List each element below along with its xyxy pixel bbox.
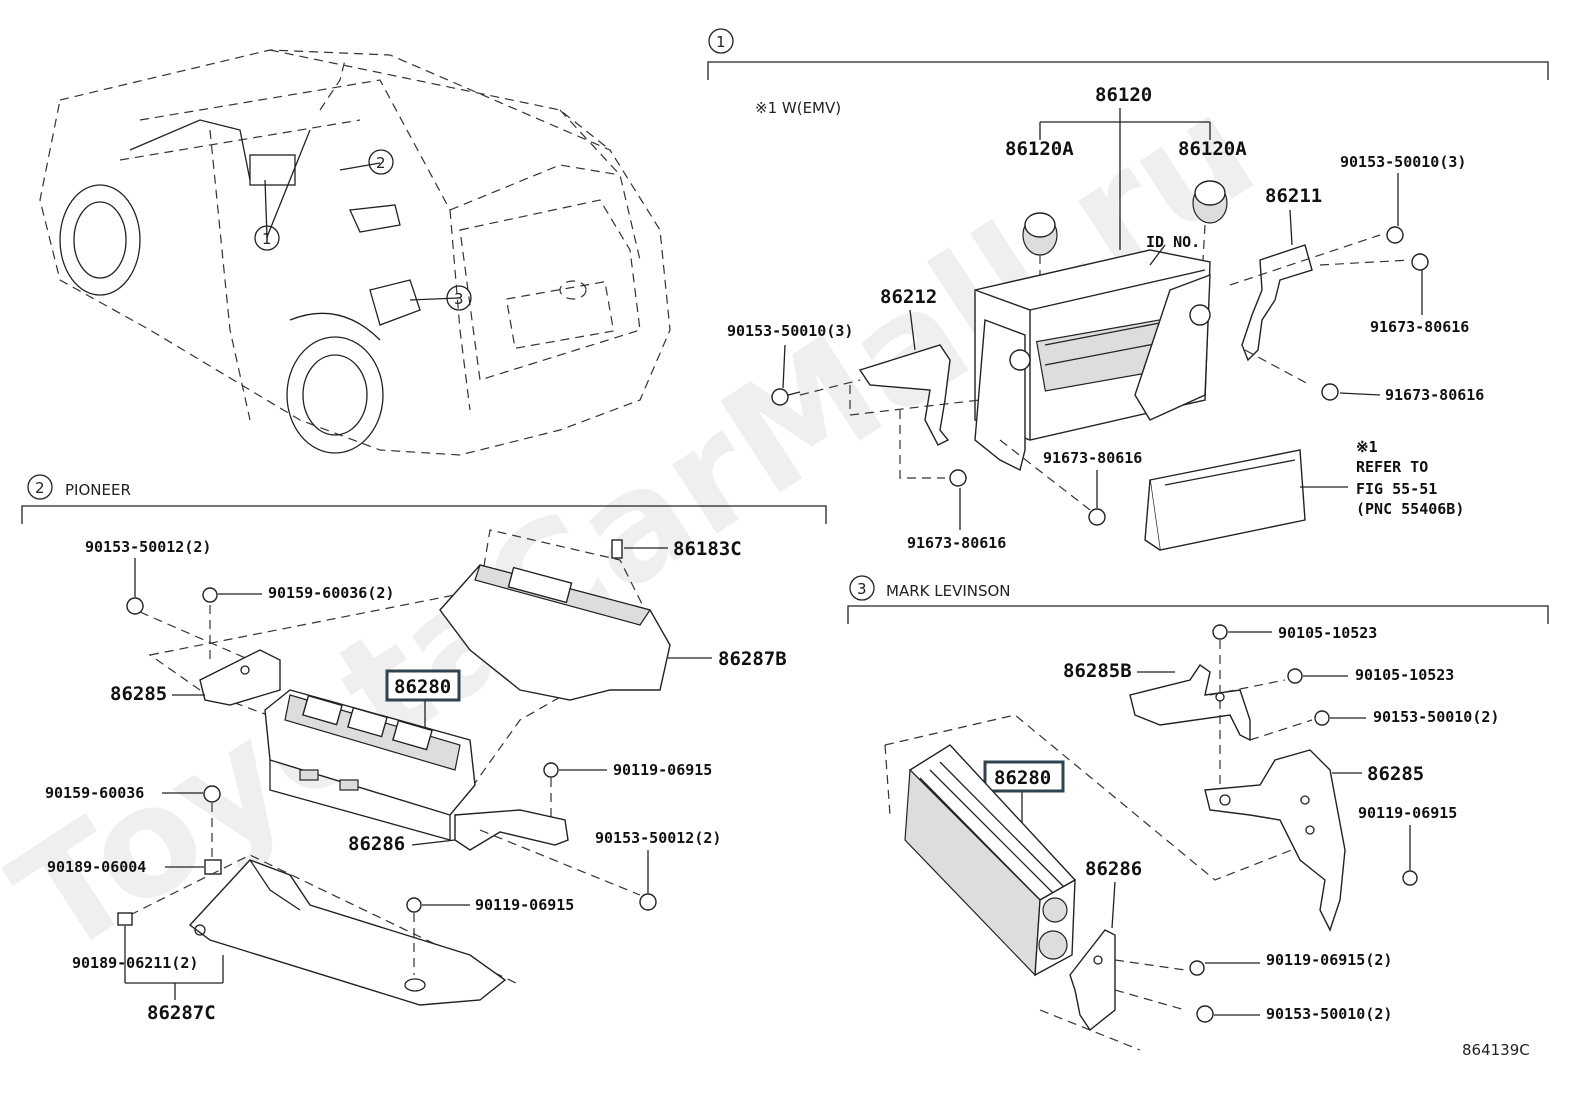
highlight-86280-s3 <box>983 760 1065 793</box>
label-90159-60036-l: 90159-60036 <box>45 784 144 802</box>
screw-90159-60036-l <box>203 785 221 803</box>
label-90119-06915-r: 90119-06915 <box>1358 804 1457 822</box>
section-1-number: 1 <box>716 33 726 51</box>
bracket-86286-ml <box>1069 929 1116 1032</box>
bracket-86285-ml <box>1204 749 1346 932</box>
knob-right <box>1192 180 1228 224</box>
label-90153-50012-br: 90153-50012(2) <box>595 829 721 847</box>
label-90153-50010-t3: 90153-50010(2) <box>1373 708 1499 726</box>
label-91673-80616-r2: 91673-80616 <box>1385 386 1484 404</box>
label-86183c: 86183C <box>673 538 742 560</box>
label-86212: 86212 <box>880 286 937 308</box>
display-module <box>1144 449 1306 551</box>
screw-90153-50010-b2 <box>1196 1005 1214 1023</box>
car-callout-2: 2 <box>376 154 386 172</box>
label-86287c: 86287C <box>147 1002 216 1024</box>
bolt-91673-bl <box>949 469 967 487</box>
diagram-code: 864139C <box>1462 1041 1530 1059</box>
car-callout-1: 1 <box>262 230 272 248</box>
label-86286-s3: 86286 <box>1085 858 1142 880</box>
label-86286-s2: 86286 <box>348 833 405 855</box>
cover-86287b <box>439 564 671 701</box>
label-91673-80616-r1: 91673-80616 <box>1370 318 1469 336</box>
knob-left <box>1022 212 1058 256</box>
label-86280-s3: 86280 <box>994 767 1051 789</box>
screw-90153-50010-t3 <box>1314 710 1330 726</box>
ref-note-3: FIG 55-51 <box>1356 480 1437 498</box>
screw-90105-10523-2 <box>1287 668 1303 684</box>
label-90153-50010-tr: 90153-50010(3) <box>1340 153 1466 171</box>
label-90105-10523-2: 90105-10523 <box>1355 666 1454 684</box>
label-90153-50010-tl: 90153-50010(3) <box>727 322 853 340</box>
bracket-86211 <box>1241 209 1313 362</box>
head-unit-86120 <box>974 244 1211 472</box>
screw-90119-06915-r <box>1402 870 1418 886</box>
ref-note-2: REFER TO <box>1356 458 1428 476</box>
label-90159-60036-t: 90159-60036(2) <box>268 584 394 602</box>
screw-90159-60036-t <box>202 587 218 603</box>
label-86285-s2: 86285 <box>110 683 167 705</box>
bracket-86212 <box>858 309 951 446</box>
label-90153-50010-b2: 90153-50010(2) <box>1266 1005 1392 1023</box>
section-2-number: 2 <box>35 479 45 497</box>
screw-90153-50012-br <box>639 893 657 911</box>
bolt-91673-r1 <box>1411 253 1429 271</box>
clip-90189-06211 <box>117 912 133 926</box>
label-86287b: 86287B <box>718 648 787 670</box>
ref-note-4: (PNC 55406B) <box>1356 500 1464 518</box>
bracket-86285-pioneer <box>199 649 281 706</box>
label-90189-06211: 90189-06211(2) <box>72 954 198 972</box>
car-callout-3: 3 <box>454 290 464 308</box>
label-86120a-left: 86120A <box>1005 138 1074 160</box>
section-3-title: MARK LEVINSON <box>886 582 1011 600</box>
vehicle-illustration: 1 2 3 <box>39 49 671 456</box>
label-id-no: ID NO. <box>1146 233 1200 251</box>
screw-90153-tr <box>1386 226 1404 244</box>
label-86211: 86211 <box>1265 185 1322 207</box>
ref-note-1: ※1 <box>1356 438 1378 456</box>
amplifier-86280-pioneer <box>264 689 476 841</box>
bracket-86286-pioneer <box>454 809 569 851</box>
label-86120: 86120 <box>1095 84 1152 106</box>
screw-90153-50012-tl <box>126 597 144 615</box>
screw-90119-06915-bm <box>406 897 422 913</box>
label-90153-50012-tl: 90153-50012(2) <box>85 538 211 556</box>
label-90189-06004: 90189-06004 <box>47 858 146 876</box>
bolt-91673-r2 <box>1321 383 1339 401</box>
screw-90119-06915-m <box>543 762 559 778</box>
screw-90119-06915-b1 <box>1189 960 1205 976</box>
label-90119-06915-m: 90119-06915 <box>613 761 712 779</box>
label-90119-06915-bm: 90119-06915 <box>475 896 574 914</box>
label-91673-80616-bm: 91673-80616 <box>1043 449 1142 467</box>
emv-note: ※1 W(EMV) <box>755 99 841 117</box>
bolt-91673-bm <box>1088 508 1106 526</box>
label-86285b: 86285B <box>1063 660 1132 682</box>
section-2: 2 PIONEER 90153-50012(2) 90159-60036(2) … <box>21 474 827 1024</box>
highlight-86280-s2 <box>385 669 461 702</box>
label-86285-s3: 86285 <box>1367 763 1424 785</box>
label-86280-s2: 86280 <box>394 676 451 698</box>
section-3-number: 3 <box>857 580 867 598</box>
label-91673-80616-bl: 91673-80616 <box>907 534 1006 552</box>
label-90119-06915-b1: 90119-06915(2) <box>1266 951 1392 969</box>
amplifier-86280-mark-levinson <box>904 744 1077 977</box>
label-86120a-right: 86120A <box>1178 138 1247 160</box>
screw-90153-tl <box>771 388 801 406</box>
label-90105-10523-1: 90105-10523 <box>1278 624 1377 642</box>
tray-86287c <box>188 859 507 1006</box>
section-3: 3 MARK LEVINSON 90105-10523 86285B 90105… <box>847 575 1549 1051</box>
section-1: 1 ※1 W(EMV) 86120 86120A 86120A 90153-50… <box>707 28 1549 552</box>
clip-86183c <box>611 539 668 559</box>
clip-90189-06004 <box>204 859 222 875</box>
section-2-title: PIONEER <box>65 481 131 499</box>
bracket-86285b <box>1129 664 1251 742</box>
screw-90105-10523-1 <box>1212 624 1228 640</box>
